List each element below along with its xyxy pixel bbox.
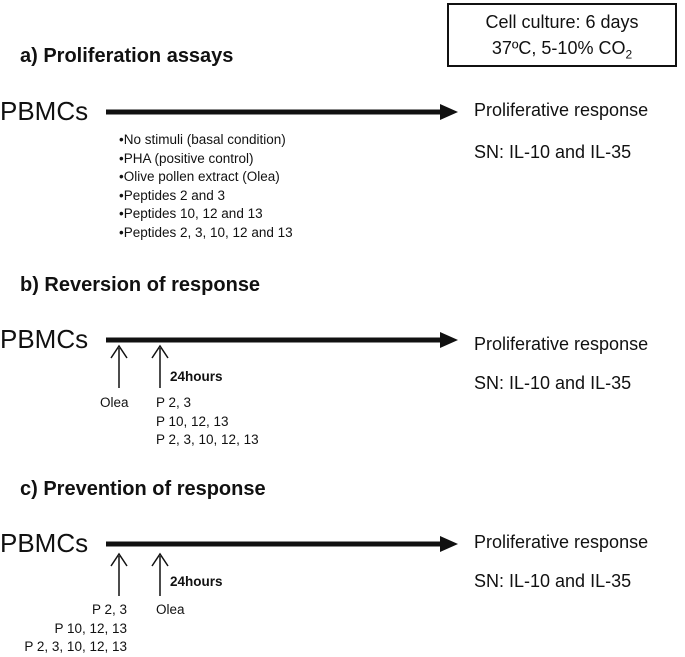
culture-conditions: 37ºC, 5-10% CO2 (491, 38, 633, 62)
timeline-arrowhead-a (440, 104, 458, 120)
panel-b-first-addition: Olea (100, 395, 129, 410)
addition-arrow-c-second (151, 552, 169, 596)
addition-arrow-b-second (151, 344, 169, 388)
addition-arrow-c-first (110, 552, 128, 596)
culture-conditions-box: Cell culture: 6 days 37ºC, 5-10% CO2 (447, 3, 677, 67)
condition-item: •Olive pollen extract (Olea) (119, 169, 280, 184)
panel-a-conditions: •No stimuli (basal condition) •PHA (posi… (119, 131, 293, 242)
peptide-group: P 2, 3 (156, 395, 192, 410)
condition-item: •PHA (positive control) (119, 150, 254, 166)
peptide-group: P 10, 12, 13 (156, 413, 229, 429)
panel-c-first-addition: P 2, 3 P 10, 12, 13 P 2, 3, 10, 12, 13 (0, 601, 127, 657)
panel-a-title: a) Proliferation assays (20, 45, 234, 67)
panel-b-title: b) Reversion of response (20, 274, 261, 296)
panel-a-sn: SN: IL-10 and IL-35 (474, 142, 632, 162)
condition-item: •Peptides 10, 12 and 13 (119, 206, 263, 221)
panel-a-source: PBMCs (0, 96, 89, 126)
condition-item: •Peptides 2 and 3 (119, 187, 226, 203)
peptide-group: P 10, 12, 13 (54, 620, 127, 636)
addition-arrow-b-first (110, 344, 128, 388)
culture-duration: Cell culture: 6 days (485, 12, 639, 32)
panel-c-title: c) Prevention of response (20, 478, 266, 500)
panel-b-second-addition: P 2, 3 P 10, 12, 13 P 2, 3, 10, 12, 13 (156, 394, 259, 450)
panel-c-source: PBMCs (0, 528, 89, 558)
panel-b-result: Proliferative response (474, 334, 649, 354)
panel-b-source: PBMCs (0, 324, 89, 354)
peptide-group: P 2, 3 (91, 602, 127, 617)
panel-b-sn: SN: IL-10 and IL-35 (474, 373, 632, 393)
timeline-arrowhead-b (440, 332, 458, 348)
condition-item: •Peptides 2, 3, 10, 12 and 13 (119, 224, 293, 240)
timeline-arrowhead-c (440, 536, 458, 552)
panel-b-delay: 24hours (170, 369, 223, 384)
panel-c-delay: 24hours (170, 574, 223, 589)
panel-c-second-addition: Olea (156, 602, 185, 617)
condition-item: •No stimuli (basal condition) (119, 132, 286, 147)
peptide-group: P 2, 3, 10, 12, 13 (156, 432, 259, 447)
panel-c-result: Proliferative response (474, 532, 649, 552)
panel-a-result: Proliferative response (474, 100, 649, 120)
panel-c-sn: SN: IL-10 and IL-35 (474, 571, 632, 591)
peptide-group: P 2, 3, 10, 12, 13 (24, 639, 127, 654)
